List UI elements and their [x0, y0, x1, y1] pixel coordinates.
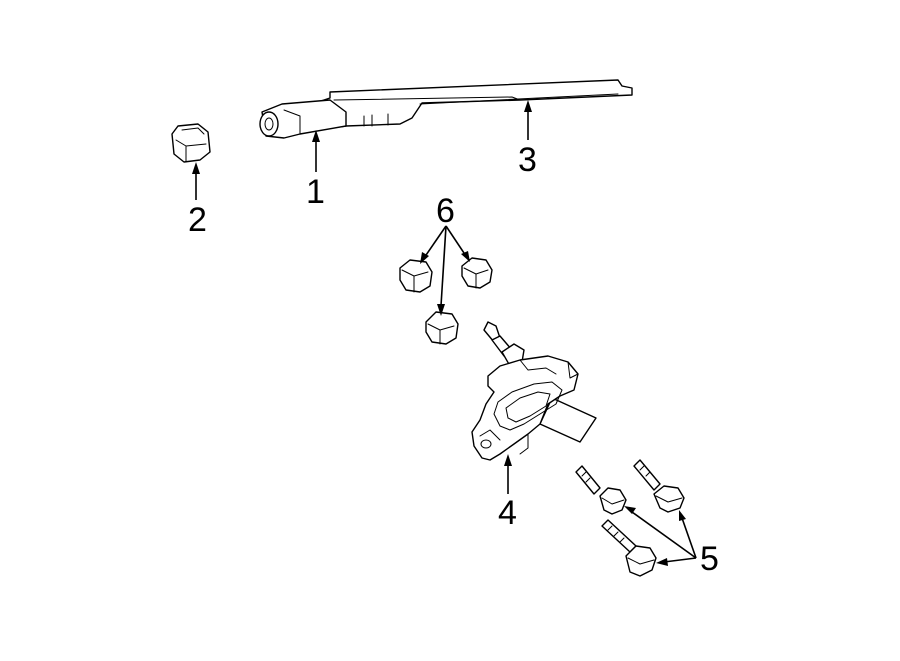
callout-1: 1: [306, 173, 325, 211]
wiper-motor: [471, 321, 597, 461]
pivot-nut: [171, 123, 211, 163]
arrowhead-2: [192, 162, 200, 174]
wiper-arm-pivot: [259, 99, 347, 139]
leader-lines-6: [420, 225, 470, 316]
arrowhead-1: [312, 130, 320, 142]
mounting-bolt-top-left: [575, 465, 627, 515]
callout-6: 6: [436, 192, 455, 230]
mounting-nut-right: [461, 257, 493, 289]
arrowhead-3: [524, 100, 532, 112]
mounting-nut-lower: [425, 311, 459, 345]
mounting-bolt-lower: [601, 519, 657, 577]
callout-5: 5: [700, 540, 719, 578]
callout-3: 3: [518, 141, 537, 179]
leader-lines-5: [624, 506, 697, 566]
mounting-nut-left: [399, 259, 433, 293]
arrowhead-4: [504, 454, 512, 466]
callout-4: 4: [498, 494, 517, 532]
callout-2: 2: [188, 201, 207, 239]
mounting-bolt-top-right: [633, 459, 685, 513]
